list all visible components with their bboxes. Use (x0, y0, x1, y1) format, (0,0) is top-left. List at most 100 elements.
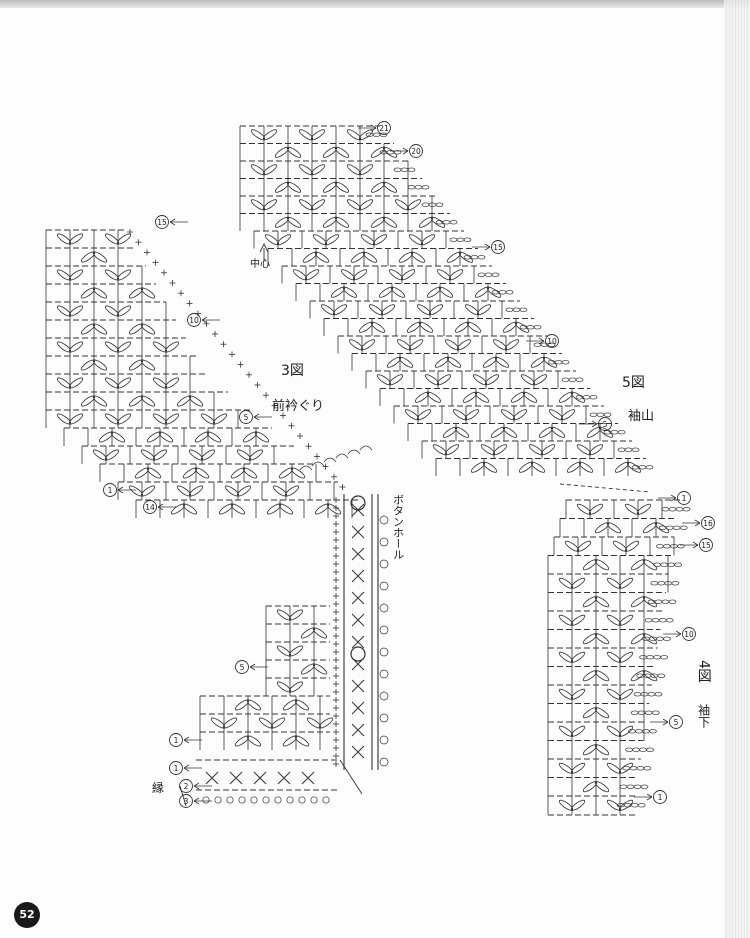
stitch-petal (246, 735, 262, 747)
stitch-petal (570, 614, 586, 626)
marker-circle (187, 313, 201, 327)
chain-stitch (633, 784, 642, 789)
stitch-petal (80, 251, 96, 263)
stitch-line (351, 679, 365, 693)
stitch-petal (360, 234, 376, 246)
stitch-petal (318, 717, 334, 729)
stitch-petal (314, 503, 330, 515)
stitch-petal (218, 503, 234, 515)
stitch-petal (558, 725, 574, 737)
marker-arrow (370, 124, 377, 132)
stitch-petal (474, 391, 490, 403)
stitch-petal (416, 304, 432, 316)
stitch-petal (594, 522, 610, 534)
stitch-petal (300, 627, 316, 639)
stitch-petal (286, 216, 302, 228)
fig5-row-marker: 15 (472, 240, 505, 254)
marker-number: 1 (174, 764, 179, 773)
stitch-line (179, 785, 187, 807)
stitch-petal (418, 321, 434, 333)
chain-stitch (657, 673, 666, 678)
stitch-petal (582, 744, 598, 756)
stitch-petal (68, 413, 84, 425)
chain-stitch (667, 562, 675, 567)
stitch-petal (538, 426, 554, 438)
chain-stitch (449, 220, 458, 225)
buttonhole-label: ボタンホール (391, 494, 405, 560)
marker-number: 2 (184, 782, 189, 791)
stitch-petal (436, 374, 452, 386)
stitch-petal (522, 391, 538, 403)
stitch-petal (210, 717, 226, 729)
stitch-petal (464, 304, 480, 316)
edge-picot (322, 796, 330, 804)
stitch-line (351, 569, 365, 583)
stitch-petal (248, 449, 264, 461)
chain-stitch (596, 412, 605, 417)
stitch-petal (614, 461, 630, 473)
picot (379, 559, 389, 569)
chain-stitch (561, 377, 570, 382)
stitch-line (339, 759, 363, 795)
stitch-petal (418, 216, 434, 228)
stitch-petal (270, 717, 286, 729)
chain-stitch (582, 395, 591, 400)
stitch-petal (464, 409, 480, 421)
chain-stitch (668, 599, 677, 604)
stitch-petal (104, 449, 120, 461)
stitch-line (351, 547, 365, 561)
stitch-petal (642, 633, 658, 645)
stitch-petal (594, 633, 610, 645)
stitch-petal (504, 339, 520, 351)
edge-arc (311, 461, 325, 467)
stitch-petal (636, 503, 652, 515)
stitch-petal (654, 522, 670, 534)
edge-arc (347, 449, 361, 455)
buttonhole-band-chart (299, 445, 389, 770)
stitch-petal (398, 251, 414, 263)
stitch-petal (272, 485, 288, 497)
marker-circle (235, 660, 249, 674)
stitch-petal (288, 645, 304, 657)
marker-arrow (646, 793, 653, 801)
chain-stitch (603, 412, 612, 417)
stitch-petal (80, 359, 96, 371)
chain-stitch (498, 290, 507, 295)
stitch-petal (564, 540, 580, 552)
center-arrow (259, 242, 269, 253)
stitch-petal (576, 444, 592, 456)
chain-stitch (677, 544, 685, 549)
stitch-petal (416, 409, 432, 421)
stitch-petal (346, 164, 362, 176)
stitch-petal (140, 485, 156, 497)
stitch-petal (444, 339, 460, 351)
edge-picot (310, 796, 318, 804)
stitch-petal (334, 181, 350, 193)
stitch-petal (104, 233, 120, 245)
chain-stitch (640, 692, 649, 697)
chain-stitch (644, 618, 653, 623)
stitch-petal (250, 164, 266, 176)
chain-stitch (653, 655, 661, 660)
stitch-petal (434, 356, 450, 368)
stitch-petal (80, 395, 96, 407)
chain-stitch (665, 618, 674, 623)
fig4-row-marker: 10 (663, 627, 696, 641)
stitch-petal (128, 395, 144, 407)
stitch-petal (420, 234, 436, 246)
marker-circle (377, 121, 391, 135)
stitch-petal (276, 645, 292, 657)
stitch-petal (292, 269, 308, 281)
stitch-petal (376, 374, 392, 386)
stitch-petal (322, 181, 338, 193)
stitch-petal (424, 374, 440, 386)
fig5-row-marker: 20 (390, 144, 423, 158)
marker-circle (491, 240, 505, 254)
stitch-petal (360, 339, 376, 351)
edge-arc (323, 457, 337, 463)
chain-stitch (491, 272, 500, 277)
marker-arrow (692, 541, 699, 549)
stitch-petal (300, 663, 316, 675)
chain-stitch (414, 185, 423, 190)
stitch-petal (92, 449, 108, 461)
